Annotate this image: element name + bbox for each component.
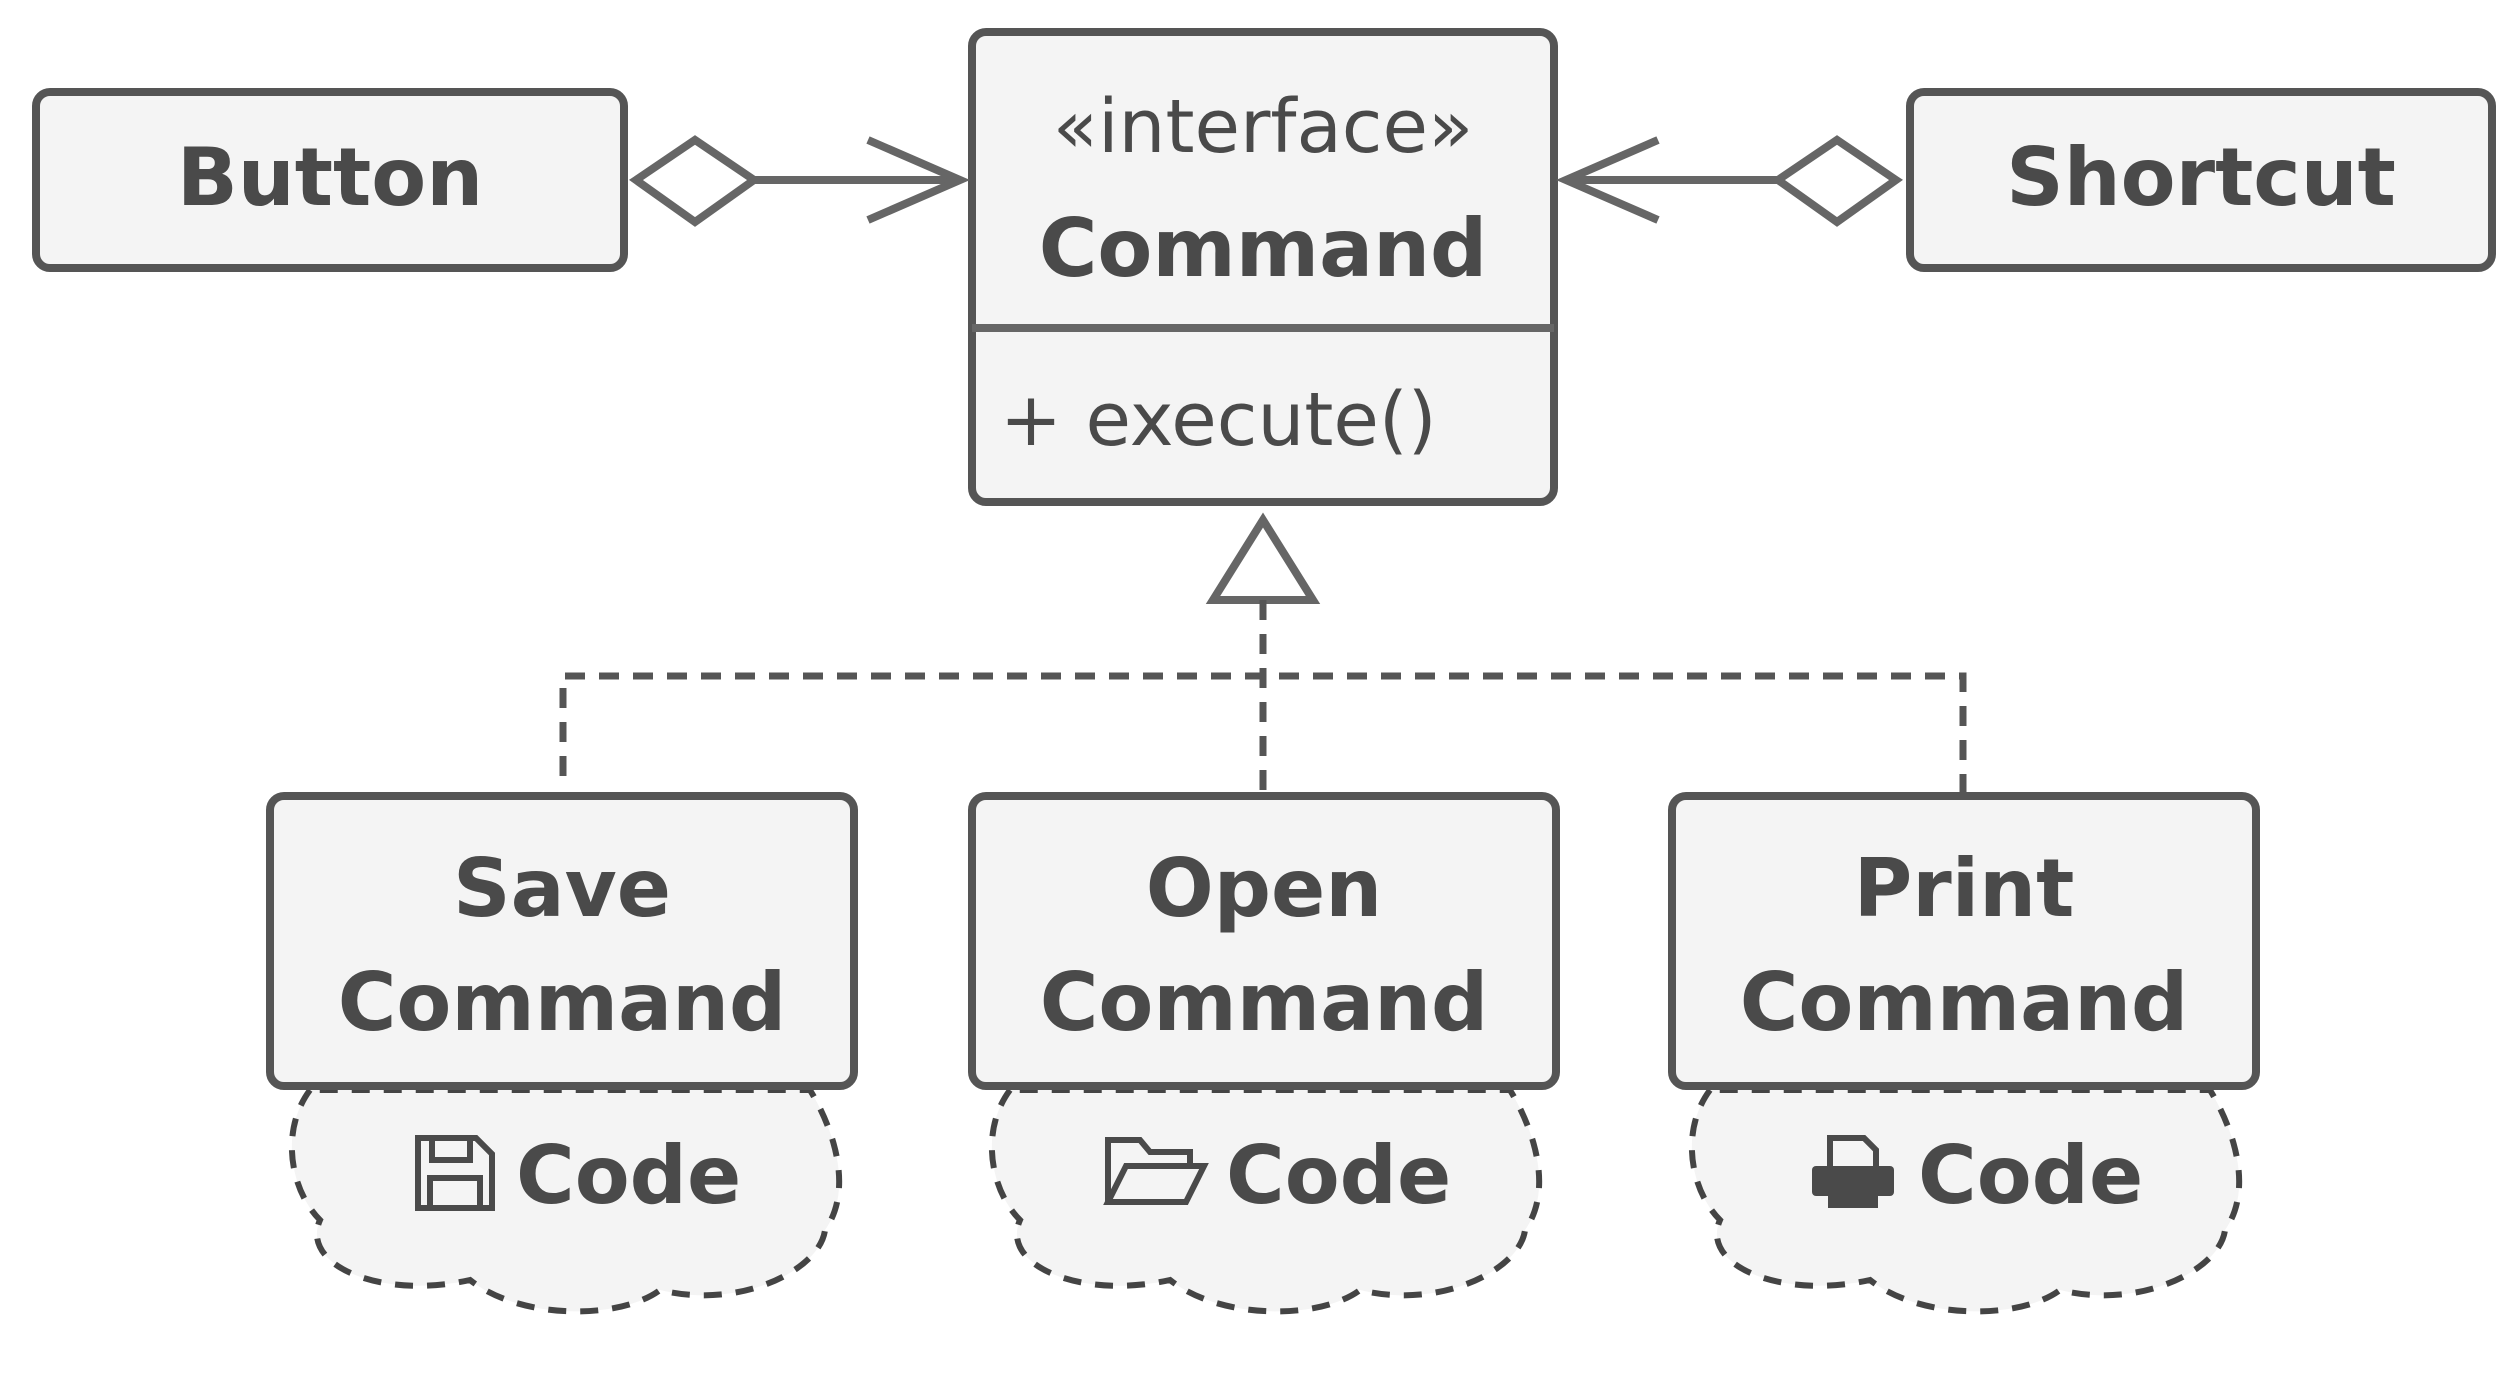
button-class-label: Button [177, 131, 483, 224]
floppy-disk-icon [415, 1135, 495, 1211]
save-command-line1: Save [453, 842, 671, 935]
folder-open-icon [1103, 1137, 1209, 1205]
interface-stereotype: «interface» [1053, 84, 1474, 170]
open-command-line2: Command [1040, 956, 1489, 1049]
interface-name: Command [1039, 202, 1488, 295]
save-command-line2: Command [338, 956, 787, 1049]
save-code-label: Code [516, 1129, 741, 1222]
arrow-head-icon [866, 136, 971, 224]
aggregation-diamond-icon [628, 135, 762, 227]
shortcut-aggregation-arrow [1555, 135, 1904, 227]
realization-connectors [559, 512, 1967, 792]
button-aggregation-arrow [628, 135, 971, 227]
realization-triangle-icon [1205, 512, 1321, 604]
button-class-box: Button [32, 88, 628, 272]
printer-icon [1812, 1135, 1894, 1208]
command-interface-box: «interface» Command + execute() [968, 28, 1558, 506]
open-code-cloud [988, 1087, 1543, 1315]
save-command-box: Save Command Code [266, 792, 858, 1315]
open-command-box: Open Command Code [968, 792, 1560, 1315]
shortcut-class-box: Shortcut [1906, 88, 2496, 272]
arrow-head-icon [1555, 136, 1660, 224]
aggregation-diamond-icon [1770, 135, 1904, 227]
shortcut-class-label: Shortcut [2006, 131, 2396, 224]
print-code-label: Code [1918, 1129, 2143, 1222]
print-command-line2: Command [1740, 956, 2189, 1049]
open-code-label: Code [1226, 1129, 1451, 1222]
save-code-cloud [288, 1087, 843, 1315]
print-command-box: Print Command Code [1668, 792, 2260, 1315]
open-command-line1: Open [1146, 842, 1382, 935]
interface-method: + execute() [1000, 377, 1437, 463]
print-command-line1: Print [1854, 842, 2075, 935]
